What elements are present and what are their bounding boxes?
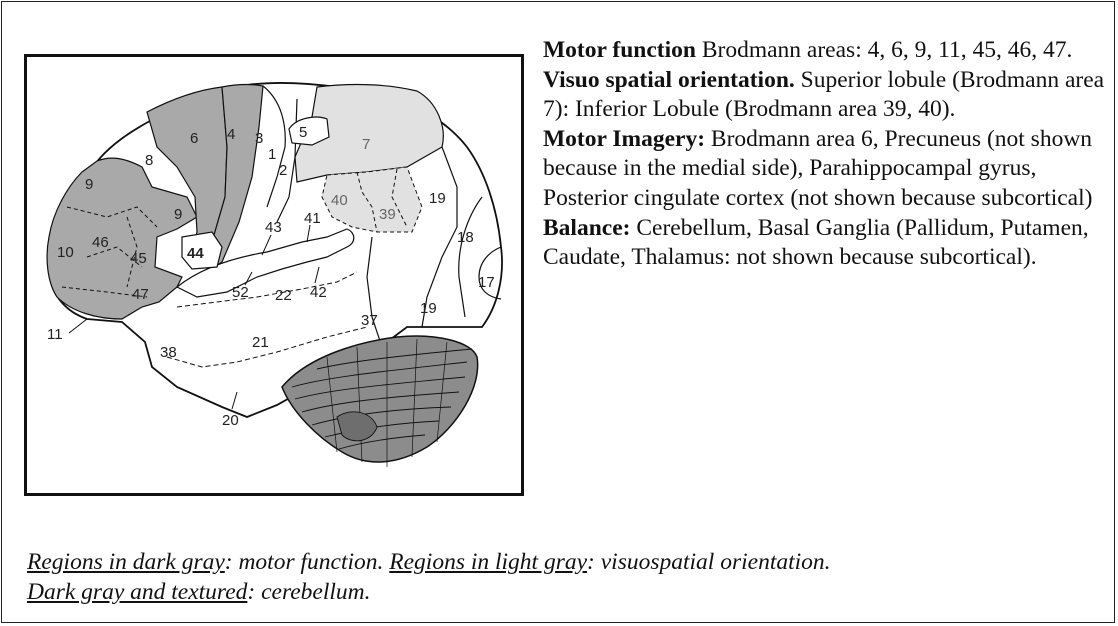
label-area-6: 6 (190, 130, 198, 147)
label-area-3: 3 (255, 130, 263, 147)
caption-dark-label: Regions in dark gray (27, 549, 225, 575)
label-area-19-upper: 19 (429, 190, 446, 207)
label-area-37: 37 (361, 312, 378, 329)
term-visuospatial: Visuo spatial orientation. (543, 67, 795, 93)
label-area-46: 46 (92, 234, 109, 251)
label-area-5: 5 (299, 124, 307, 141)
label-area-4: 4 (227, 126, 235, 143)
label-area-21: 21 (252, 334, 269, 351)
label-area-40: 40 (331, 192, 348, 209)
label-area-9-lower: 9 (174, 206, 182, 223)
label-area-2: 2 (279, 162, 287, 179)
term-motor-function: Motor function (543, 37, 696, 63)
caption-light-label: Regions in light gray (389, 549, 587, 575)
label-area-47: 47 (132, 286, 149, 303)
caption-dark-text: : motor function. (225, 549, 390, 575)
label-area-41: 41 (304, 210, 321, 227)
description-visuospatial: Visuo spatial orientation. Superior lobu… (543, 66, 1108, 125)
text-motor-function: Brodmann areas: 4, 6, 9, 11, 45, 46, 47. (696, 37, 1072, 63)
description-balance: Balance: Cerebellum, Basal Ganglia (Pall… (543, 214, 1108, 273)
term-motor-imagery: Motor Imagery: (543, 126, 705, 152)
label-area-17: 17 (478, 274, 495, 291)
brain-figure: 4 6 3 1 2 5 7 8 9 9 10 46 45 44 47 11 43… (24, 54, 524, 496)
label-area-39: 39 (379, 206, 396, 223)
label-area-42: 42 (310, 284, 327, 301)
brain-diagram: 4 6 3 1 2 5 7 8 9 9 10 46 45 44 47 11 43… (27, 57, 521, 493)
caption-textured-text: cerebellum. (255, 579, 370, 605)
label-area-11: 11 (47, 326, 63, 343)
label-area-20: 20 (222, 412, 239, 429)
label-area-19-lower: 19 (420, 300, 437, 317)
label-area-43: 43 (265, 219, 282, 236)
label-area-38: 38 (160, 344, 177, 361)
caption-textured-label: Dark gray and textured (27, 579, 247, 605)
label-area-7: 7 (362, 136, 370, 153)
label-area-10: 10 (57, 244, 74, 261)
label-area-9-upper: 9 (85, 176, 93, 193)
label-area-45: 45 (130, 250, 147, 267)
label-area-52: 52 (232, 284, 249, 301)
figure-caption: Regions in dark gray: motor function. Re… (27, 547, 1087, 607)
description-motor-function: Motor function Brodmann areas: 4, 6, 9, … (543, 36, 1108, 66)
term-balance: Balance: (543, 215, 630, 241)
description-motor-imagery: Motor Imagery: Brodmann area 6, Precuneu… (543, 125, 1108, 214)
function-descriptions: Motor function Brodmann areas: 4, 6, 9, … (543, 36, 1108, 273)
label-area-8: 8 (145, 152, 153, 169)
caption-light-text: : visuospatial orientation. (587, 549, 830, 575)
label-area-1: 1 (268, 146, 276, 163)
label-area-44: 44 (187, 245, 204, 262)
label-area-18: 18 (457, 229, 474, 246)
label-area-22: 22 (275, 287, 292, 304)
